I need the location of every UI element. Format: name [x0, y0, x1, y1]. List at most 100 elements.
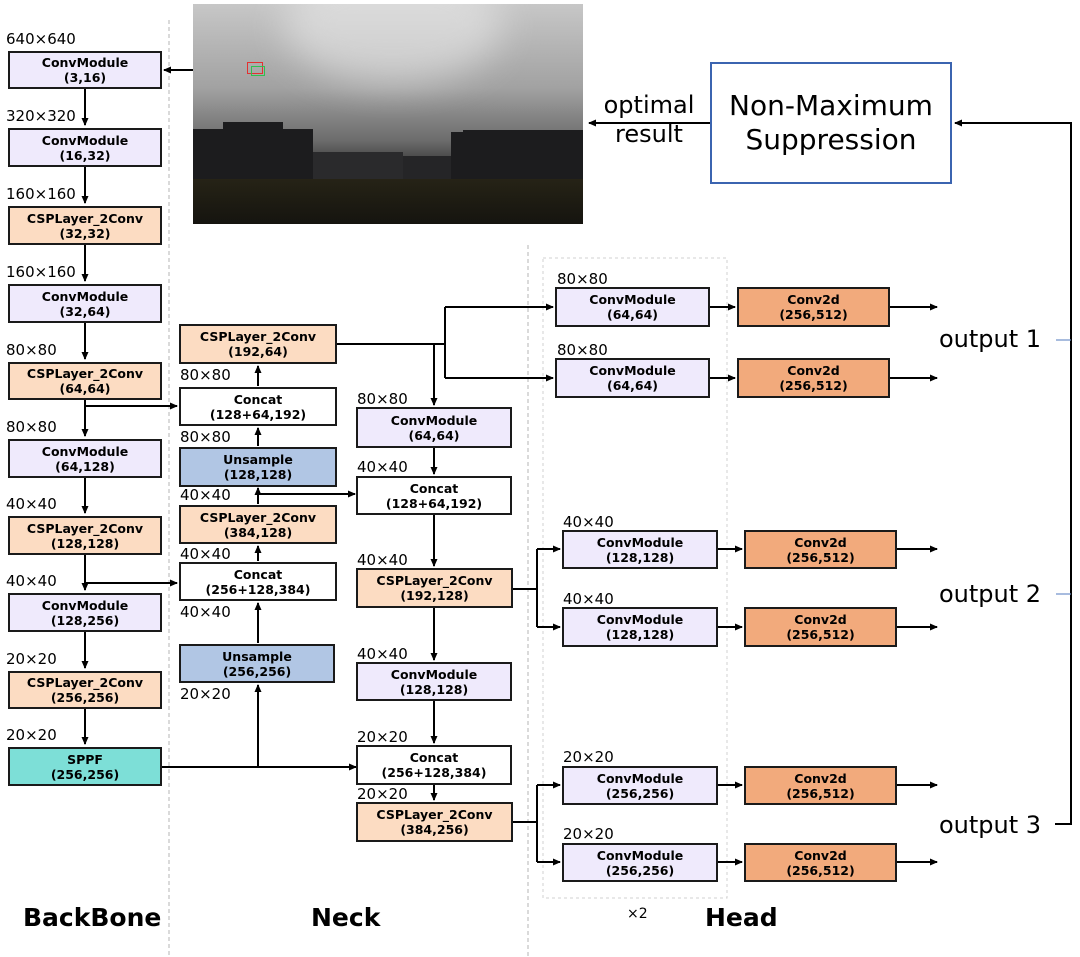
bb-size-4: 80×80 — [6, 341, 57, 359]
h-conv-args-4: (256,256) — [605, 785, 675, 801]
h-out-args-3: (256,512) — [786, 627, 855, 642]
n2-name-4: Concat — [409, 750, 459, 765]
grass-field — [193, 179, 583, 224]
bb-convmodule-3: ConvModule(32,64) — [8, 284, 162, 323]
h-out-name-4: Conv2d — [794, 770, 847, 786]
bb-size-2: 160×160 — [6, 185, 76, 203]
n2-args-2: (192,128) — [400, 588, 469, 603]
optimal-line1: optimal — [603, 91, 695, 119]
head-repeat-frame — [542, 257, 728, 899]
head-conv2d-0: Conv2d(256,512) — [737, 287, 890, 327]
head-convmodule-5: ConvModule(256,256) — [562, 843, 718, 882]
bb-args-9: (256,256) — [50, 766, 120, 782]
bb-csplayer-4: CSPLayer_2Conv(64,64) — [8, 362, 162, 400]
optimal-line2: result — [615, 120, 683, 148]
neck2-concat-1: Concat(128+64,192) — [356, 476, 512, 515]
head-conv2d-1: Conv2d(256,512) — [737, 358, 890, 398]
bb-args-5: (64,128) — [55, 458, 115, 474]
n2-args-1: (128+64,192) — [385, 495, 483, 511]
neck2-concat-4: Concat(256+128,384) — [356, 745, 512, 785]
head-size-4: 20×20 — [563, 748, 614, 766]
bb-name-0: ConvModule — [41, 55, 129, 70]
bb-convmodule-7: ConvModule(128,256) — [8, 593, 162, 632]
n1-name-2: Unsample — [223, 452, 293, 467]
bb-convmodule-5: ConvModule(64,128) — [8, 439, 162, 478]
neck1-unsample-5: Unsample(256,256) — [179, 644, 335, 683]
n2-name-0: ConvModule — [390, 412, 478, 428]
bb-args-8: (256,256) — [50, 690, 120, 705]
head-size-2: 40×40 — [563, 513, 614, 531]
bb-size-0: 640×640 — [6, 30, 76, 48]
bb-csplayer-2: CSPLayer_2Conv(32,32) — [8, 206, 162, 245]
head-size-3: 40×40 — [563, 590, 614, 608]
output-label-1: output 1 — [939, 325, 1042, 353]
h-out-args-5: (256,512) — [786, 862, 855, 878]
bb-size-9: 20×20 — [6, 726, 57, 744]
neck1-concat-4: Concat(256+128,384) — [179, 562, 337, 601]
bb-name-9: SPPF — [67, 751, 103, 767]
bb-size-7: 40×40 — [6, 572, 57, 590]
neck1-unsample-2: Unsample(128,128) — [179, 447, 337, 487]
neck1-concat-1: Concat(128+64,192) — [179, 387, 337, 426]
head-conv2d-4: Conv2d(256,512) — [744, 766, 897, 805]
head-conv2d-2: Conv2d(256,512) — [744, 530, 897, 569]
n1-size-6: 20×20 — [180, 685, 231, 703]
n2-name-1: Concat — [409, 480, 459, 496]
bb-name-2: CSPLayer_2Conv — [26, 210, 144, 226]
h-conv-args-3: (128,128) — [605, 627, 675, 642]
head-convmodule-0: ConvModule(64,64) — [555, 287, 710, 327]
h-out-args-2: (256,512) — [786, 549, 855, 565]
n2-name-3: ConvModule — [390, 666, 478, 682]
section-head: Head — [705, 903, 778, 932]
n1-args-3: (384,128) — [223, 524, 293, 540]
bb-name-1: ConvModule — [41, 132, 129, 148]
head-size-0: 80×80 — [557, 270, 608, 288]
bb-args-2: (32,32) — [59, 225, 111, 241]
h-conv-args-1: (64,64) — [607, 378, 658, 393]
bb-size-3: 160×160 — [6, 263, 76, 281]
building-low — [313, 152, 403, 182]
n1-name-5: Unsample — [222, 648, 292, 664]
bb-size-1: 320×320 — [6, 107, 76, 125]
bb-args-1: (16,32) — [59, 147, 111, 163]
n2-size-3: 40×40 — [357, 645, 408, 663]
n2-size-0: 80×80 — [357, 390, 408, 408]
bb-args-7: (128,256) — [50, 612, 120, 628]
h-out-name-1: Conv2d — [787, 363, 840, 378]
bb-sppf-9: SPPF(256,256) — [8, 747, 162, 786]
h-conv-name-1: ConvModule — [589, 363, 676, 378]
n1-size-5: 40×40 — [180, 603, 231, 621]
head-conv2d-3: Conv2d(256,512) — [744, 607, 897, 647]
bb-name-8: CSPLayer_2Conv — [26, 675, 144, 690]
building-left — [193, 129, 313, 184]
h-conv-args-2: (128,128) — [605, 549, 675, 565]
sky-glow — [283, 4, 503, 84]
building-small — [403, 156, 453, 182]
n1-args-1: (128+64,192) — [209, 406, 307, 422]
section-backbone: BackBone — [23, 903, 162, 932]
n2-name-5: CSPLayer_2Conv — [376, 807, 493, 822]
n1-size-2: 80×80 — [180, 428, 231, 446]
bb-name-3: ConvModule — [41, 288, 129, 304]
bb-args-3: (32,64) — [59, 303, 111, 319]
building-roof — [223, 122, 283, 132]
head-size-1: 80×80 — [557, 341, 608, 359]
h-out-args-4: (256,512) — [786, 785, 855, 801]
n1-name-3: CSPLayer_2Conv — [199, 509, 317, 525]
n1-args-2: (128,128) — [223, 467, 293, 482]
h-out-args-0: (256,512) — [779, 307, 848, 322]
n2-args-0: (64,64) — [408, 427, 460, 443]
bb-name-7: ConvModule — [41, 597, 129, 613]
building-right — [463, 130, 583, 182]
n1-args-0: (192,64) — [228, 344, 288, 359]
n1-name-1: Concat — [233, 391, 283, 407]
head-size-5: 20×20 — [563, 825, 614, 843]
bb-convmodule-0: ConvModule(3,16) — [8, 51, 162, 89]
output-label-2: output 2 — [939, 580, 1042, 608]
n1-args-4: (256+128,384) — [205, 581, 311, 597]
n1-name-0: CSPLayer_2Conv — [199, 329, 317, 344]
head-convmodule-4: ConvModule(256,256) — [562, 766, 718, 805]
n1-size-3: 40×40 — [180, 486, 231, 504]
